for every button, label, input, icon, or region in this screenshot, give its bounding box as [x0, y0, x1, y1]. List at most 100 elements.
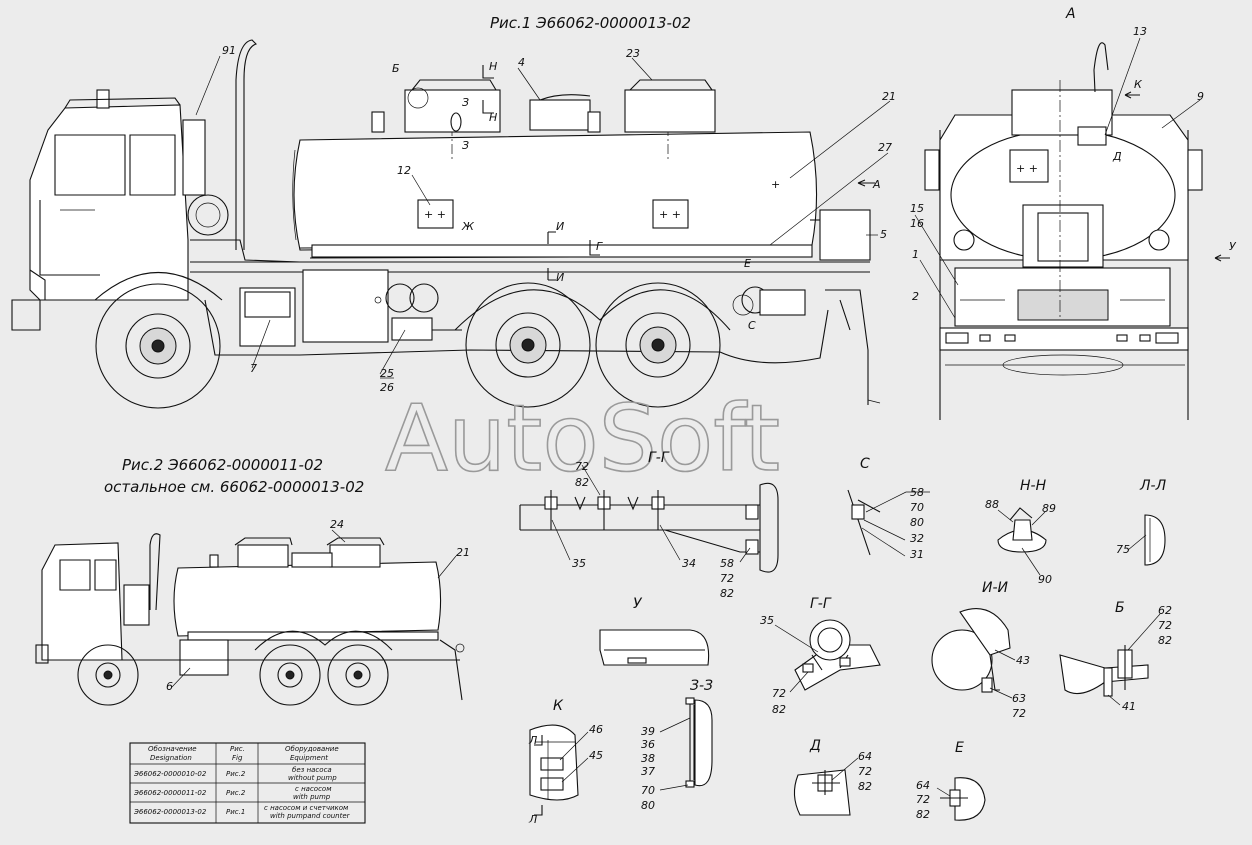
svg-text:90: 90	[1038, 573, 1052, 586]
callout-5: 5	[880, 228, 887, 241]
svg-text:82: 82	[1158, 634, 1172, 647]
svg-text:58: 58	[910, 486, 924, 499]
svg-text:Equipment: Equipment	[290, 754, 328, 762]
svg-text:Ж: Ж	[461, 220, 475, 233]
callout-21b: 21	[456, 546, 470, 559]
svg-text:Н-Н: Н-Н	[1020, 478, 1047, 494]
callout-2: 2	[912, 290, 919, 303]
callout-13: 13	[1133, 25, 1147, 38]
svg-text:82: 82	[575, 476, 589, 489]
callout-27: 27	[878, 141, 892, 154]
svg-text:82: 82	[772, 703, 786, 716]
svg-text:72: 72	[1012, 707, 1026, 720]
svg-text:Л-Л: Л-Л	[1139, 478, 1167, 494]
svg-text:88: 88	[985, 498, 999, 511]
svg-text:Designation: Designation	[150, 754, 192, 762]
svg-text:38: 38	[641, 752, 655, 765]
view-a-rear: А + + К Д У	[924, 6, 1237, 420]
svg-text:+ +: + +	[1016, 162, 1038, 175]
svg-text:82: 82	[858, 780, 872, 793]
svg-text:41: 41	[1122, 700, 1136, 713]
svg-text:82: 82	[720, 587, 734, 600]
section-e: Е 64 72 82	[916, 740, 986, 821]
callout-16: 16	[910, 217, 924, 230]
fig2-title: Рис.2 Э66062-0000011-02	[122, 456, 323, 474]
svg-text:58: 58	[720, 557, 734, 570]
svg-text:З: З	[462, 139, 469, 152]
svg-text:У: У	[1229, 240, 1237, 253]
svg-text:Н: Н	[489, 111, 497, 124]
svg-text:32: 32	[910, 532, 924, 545]
svg-text:К: К	[1134, 78, 1143, 91]
svg-text:З-З: З-З	[690, 678, 713, 694]
designation-table: Обозначение Designation Рис. Fig Оборудо…	[129, 742, 366, 824]
svg-text:+: +	[771, 178, 780, 191]
fig1-view-markers: Б Н Н З З А Ж И И Г Е С	[392, 60, 881, 332]
svg-text:Е: Е	[744, 257, 751, 270]
svg-text:72: 72	[772, 687, 786, 700]
callout-1: 1	[912, 248, 919, 261]
svg-text:75: 75	[1116, 543, 1130, 556]
svg-text:with pump: with pump	[293, 793, 331, 801]
svg-text:72: 72	[916, 793, 930, 806]
svg-text:70: 70	[641, 784, 655, 797]
svg-text:Б: Б	[1115, 600, 1125, 616]
fig1-truck-side-view: + + + + +	[11, 39, 881, 409]
svg-text:72: 72	[858, 765, 872, 778]
svg-text:К: К	[553, 698, 564, 714]
svg-text:Э66062-0000013-02: Э66062-0000013-02	[133, 808, 207, 816]
svg-text:Е: Е	[955, 740, 964, 756]
section-k: К Л Л 46 45	[528, 698, 603, 826]
svg-text:39: 39	[641, 725, 655, 738]
svg-text:Fig: Fig	[232, 754, 243, 762]
svg-text:И: И	[556, 271, 564, 284]
svg-text:43: 43	[1016, 654, 1030, 667]
svg-text:И: И	[556, 220, 564, 233]
callout-9: 9	[1197, 90, 1204, 103]
svg-text:63: 63	[1012, 692, 1026, 705]
svg-text:С: С	[748, 319, 756, 332]
svg-text:Г: Г	[596, 240, 603, 253]
svg-text:80: 80	[910, 516, 924, 529]
svg-text:82: 82	[916, 808, 930, 821]
callout-21: 21	[882, 90, 896, 103]
svg-text:Л: Л	[528, 734, 537, 747]
svg-text:31: 31	[910, 548, 924, 561]
svg-text:80: 80	[641, 799, 655, 812]
section-s: С 58 70 80 32 31	[847, 456, 930, 561]
fig1-callouts: 91 4 23 21 27 12 5 7 25 26	[195, 44, 896, 394]
svg-text:с насосом: с насосом	[295, 785, 332, 793]
svg-text:36: 36	[641, 738, 655, 751]
svg-text:без насоса: без насоса	[292, 766, 332, 774]
svg-text:70: 70	[910, 501, 924, 514]
svg-text:72: 72	[720, 572, 734, 585]
svg-text:35: 35	[760, 614, 774, 627]
section-label-a: А	[1065, 6, 1076, 22]
callout-6: 6	[166, 680, 173, 693]
section-nn: Н-Н 88 89 90	[985, 478, 1056, 586]
fig2-callouts: 24 21 6	[166, 518, 470, 693]
svg-text:З: З	[462, 96, 469, 109]
svg-text:Г-Г: Г-Г	[648, 450, 670, 466]
section-gg-2: Г-Г 35 72 82	[760, 596, 881, 716]
svg-text:72: 72	[575, 460, 589, 473]
svg-text:А: А	[872, 178, 881, 191]
svg-text:with pumpand counter: with pumpand counter	[270, 812, 351, 820]
section-u: У	[599, 596, 710, 666]
svg-text:Рис.2: Рис.2	[226, 789, 246, 797]
svg-text:64: 64	[858, 750, 872, 763]
view-a-callouts: 13 9 15 16 1 2	[910, 25, 1204, 319]
svg-text:89: 89	[1042, 502, 1056, 515]
fig2-note: остальное см. 66062-0000013-02	[104, 478, 364, 496]
fig2-truck-side-view	[35, 533, 465, 706]
svg-text:64: 64	[916, 779, 930, 792]
svg-text:Рис.2: Рис.2	[226, 770, 246, 778]
svg-text:Б: Б	[392, 62, 400, 75]
svg-text:without pump: without pump	[288, 774, 337, 782]
callout-15: 15	[910, 202, 924, 215]
section-ll: Л-Л 75	[1116, 478, 1167, 566]
svg-text:Э66062-0000010-02: Э66062-0000010-02	[133, 770, 207, 778]
section-b: Б 62 72 82 41	[1059, 600, 1172, 713]
svg-text:Д: Д	[1112, 150, 1122, 163]
svg-text:Обозначение: Обозначение	[148, 745, 197, 753]
